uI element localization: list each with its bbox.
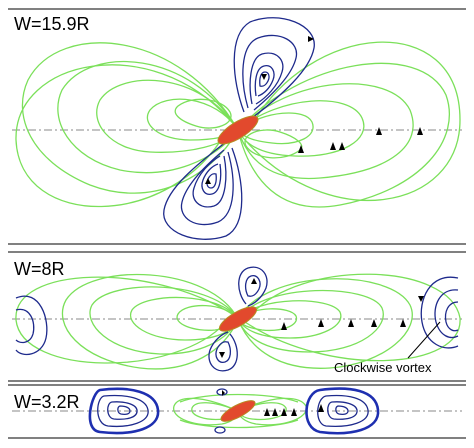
panel-middle: W=8R Clockwise vortex — [8, 251, 466, 382]
panel-top: W=15.9R — [8, 8, 466, 245]
annotation-text: Clockwise vortex — [334, 360, 432, 375]
annotation-clockwise-vortex: Clockwise vortex — [334, 321, 441, 375]
flow-arrows — [222, 390, 324, 416]
panel-bottom: W=3.2R — [8, 384, 466, 439]
particle — [217, 115, 259, 145]
panel-label-bottom: W=3.2R — [14, 392, 80, 412]
panel-label-middle: W=8R — [14, 259, 65, 279]
annotation-leader — [407, 321, 441, 359]
open-streamlines — [15, 273, 461, 370]
flow-arrows — [205, 36, 423, 184]
vortex-streamlines — [163, 17, 315, 240]
open-streamlines — [15, 41, 461, 208]
particle — [220, 400, 256, 422]
particle — [218, 306, 258, 332]
vortex-streamlines — [88, 387, 380, 435]
flow-arrows — [219, 278, 424, 358]
vortex-streamlines — [15, 266, 459, 372]
panel-label-top: W=15.9R — [14, 14, 90, 34]
